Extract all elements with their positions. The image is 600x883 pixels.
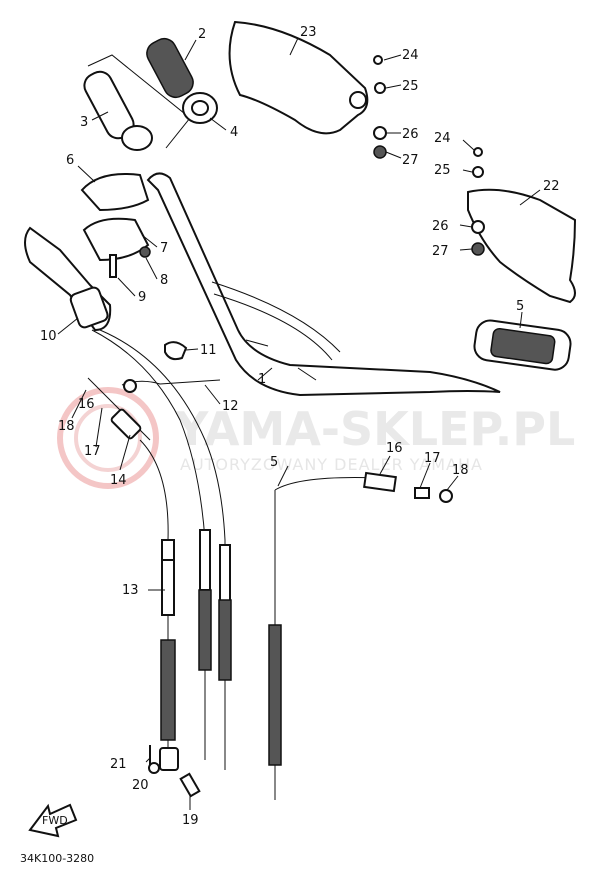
label-2: 2 <box>198 27 206 42</box>
hand-guard-right <box>228 20 387 159</box>
label-5: 5 <box>516 299 524 314</box>
label-20: 20 <box>132 778 149 793</box>
label-9: 9 <box>138 290 146 305</box>
label-17b: 17 <box>424 451 441 466</box>
label-12: 12 <box>222 399 239 414</box>
watermark-seal <box>57 387 159 489</box>
label-27a: 27 <box>402 153 419 168</box>
label-24a: 24 <box>402 48 419 63</box>
handlebar <box>146 172 501 397</box>
leader-lines <box>57 37 541 810</box>
adjuster-14 <box>87 377 151 441</box>
label-21: 21 <box>110 757 127 772</box>
label-8: 8 <box>160 273 168 288</box>
label-4: 4 <box>230 125 238 140</box>
label-16a: 16 <box>78 397 95 412</box>
label-18b: 18 <box>452 463 469 478</box>
hand-guard-left <box>467 147 577 304</box>
throttle-cables <box>91 329 232 770</box>
clutch-cable <box>139 439 179 771</box>
label-23: 23 <box>300 25 317 40</box>
throttle-housing <box>24 226 112 332</box>
cable-clamps <box>121 341 221 393</box>
label-10: 10 <box>40 329 57 344</box>
label-5b: 5 <box>270 455 278 470</box>
label-14: 14 <box>110 473 127 488</box>
label-27b: 27 <box>432 244 449 259</box>
label-17a: 17 <box>84 444 101 459</box>
label-26b: 26 <box>432 219 449 234</box>
label-26a: 26 <box>402 127 419 142</box>
watermark-title: YAMA-SKLEP.PL <box>174 402 575 456</box>
label-11: 11 <box>200 343 217 358</box>
label-7: 7 <box>160 241 168 256</box>
label-16b: 16 <box>386 441 403 456</box>
label-24b: 24 <box>434 131 451 146</box>
throttle-grip-assembly <box>83 37 218 151</box>
part-labels: 1 2 3 4 5 6 7 8 9 10 11 12 13 14 16 17 1… <box>40 25 560 828</box>
watermark-subtitle: AUTORYZOWANY DEALER YAMAHA <box>180 455 483 474</box>
lever-holder <box>80 173 151 278</box>
watermark: YAMA-SKLEP.PL AUTORYZOWANY DEALER YAMAHA <box>57 387 575 489</box>
label-25a: 25 <box>402 79 419 94</box>
decomp-cable <box>268 471 453 800</box>
fwd-label: FWD <box>42 814 68 827</box>
diagram-code: 34K100-3280 <box>20 852 94 865</box>
label-22: 22 <box>543 179 560 194</box>
label-18a: 18 <box>58 419 75 434</box>
label-25b: 25 <box>434 163 451 178</box>
label-13: 13 <box>122 583 139 598</box>
fwd-arrow: FWD <box>28 803 78 838</box>
label-3: 3 <box>80 115 88 130</box>
label-1: 1 <box>258 372 266 387</box>
label-6: 6 <box>66 153 74 168</box>
label-19: 19 <box>182 813 199 828</box>
grip-left <box>473 319 572 371</box>
lower-fittings <box>148 745 201 798</box>
